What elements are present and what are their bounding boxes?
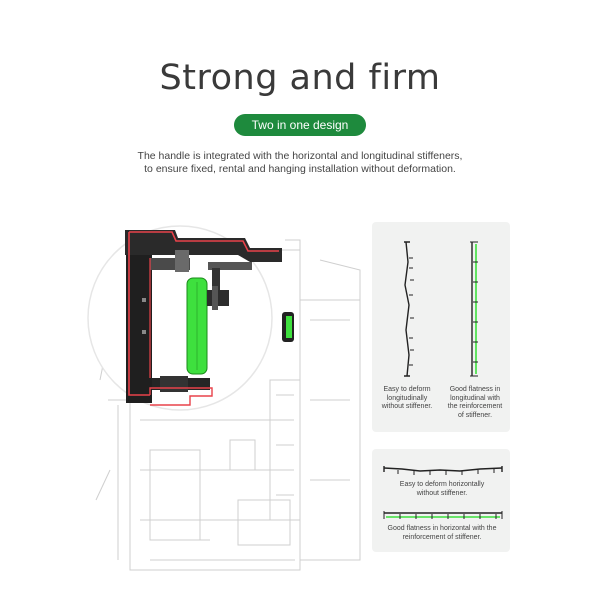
vertical-deformed-profile [404,241,414,377]
caption-line: of stiffener. [457,411,493,419]
caption-line: Good flatness in [449,386,501,393]
vertical-stiffened-profile [470,241,478,377]
caption-line: without stiffener. [381,403,433,410]
description-line-2: to ensure fixed, rental and hanging inst… [144,163,456,175]
caption-vertical-with-stiffener: Good flatness in longitudinal with the r… [440,386,510,420]
caption-line: Good flatness in horizontal with the [387,525,497,532]
horizontal-stiffened-profile [383,511,503,519]
caption-line: longitudinally [386,394,428,402]
caption-line: without stiffener. [416,489,468,497]
horizontal-deformed-profile [383,466,503,475]
caption-horizontal-without-stiffener: Easy to deform horizontally without stif… [374,481,510,498]
description: The handle is integrated with the horizo… [60,150,540,176]
horizontal-comparison-panel [372,449,510,552]
caption-horizontal-with-stiffener: Good flatness in horizontal with the rei… [374,525,510,542]
description-line-1: The handle is integrated with the horizo… [137,150,463,162]
side-handle [282,312,294,342]
page-title: Strong and firm [159,58,441,98]
caption-vertical-without-stiffener: Easy to deform longitudinally without st… [374,386,440,412]
caption-line: Easy to deform [383,386,431,393]
caption-line: longitudinal with [450,394,500,402]
zoomed-handle-detail [125,230,282,406]
vertical-comparison-panel [372,222,510,432]
caption-line: the reinforcement [447,403,503,410]
design-badge: Two in one design [234,114,366,136]
caption-line: reinforcement of stiffener. [402,533,482,541]
caption-line: Easy to deform horizontally [399,481,485,488]
